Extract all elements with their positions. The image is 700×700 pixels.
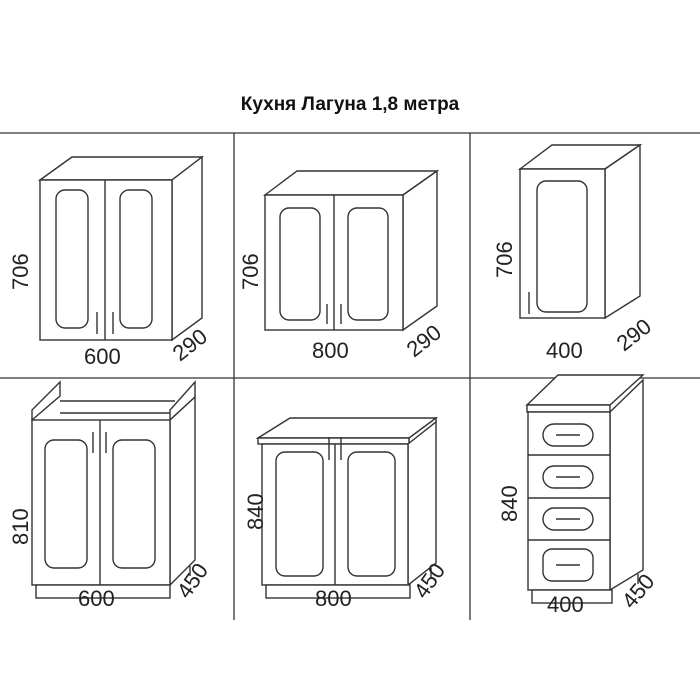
grid-lines [0, 132, 700, 620]
depth-label: 290 [612, 314, 656, 356]
width-label: 800 [315, 586, 352, 611]
wall-cabinet-800: 706 800 290 [238, 169, 446, 363]
base-cabinet-800: 840 800 450 [243, 416, 450, 611]
width-label: 400 [546, 338, 583, 363]
wall-cabinet-600: 706 600 290 [8, 155, 212, 369]
height-label: 706 [492, 241, 517, 278]
page-title: Кухня Лагуна 1,8 метра [240, 94, 460, 115]
drawer-handle [542, 423, 594, 447]
height-label: 706 [8, 253, 33, 290]
drawer-base-cabinet-400: 840 400 450 [497, 374, 659, 617]
drawer-handle [542, 507, 594, 531]
drawer-handle [542, 465, 594, 489]
wall-cabinet-400: 706 400 290 [492, 143, 656, 363]
height-label: 840 [243, 493, 268, 530]
height-label: 706 [238, 253, 263, 290]
height-label: 840 [497, 485, 522, 522]
drawer-handle [542, 548, 594, 582]
width-label: 800 [312, 338, 349, 363]
width-label: 600 [84, 344, 121, 369]
sink-base-cabinet-600: 810 600 450 [8, 380, 213, 611]
width-label: 600 [78, 586, 115, 611]
height-label: 810 [8, 508, 33, 545]
width-label: 400 [547, 592, 584, 617]
